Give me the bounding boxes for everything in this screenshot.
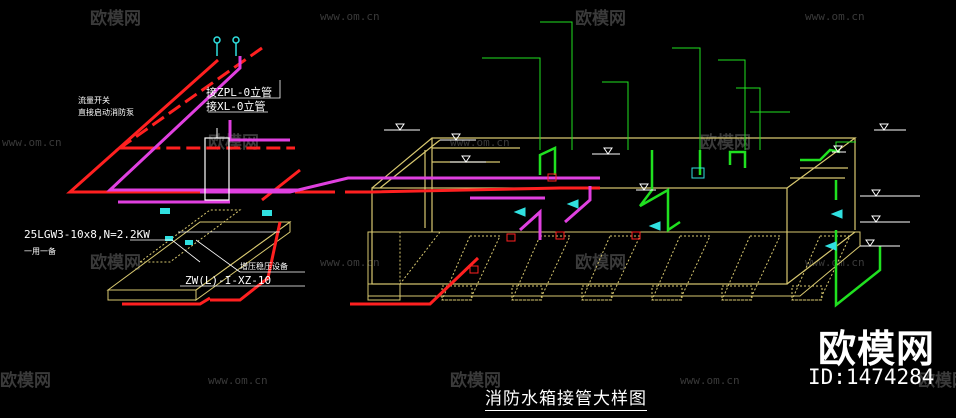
valve-icon [648, 221, 661, 231]
label-xl-riser: 接XL-0立管 [206, 99, 266, 113]
valve-icon [824, 241, 837, 251]
watermark-url: www.om.cn [320, 256, 380, 269]
watermark-url: www.om.cn [2, 136, 62, 149]
red-piping [66, 46, 600, 306]
label-zpl-riser: 接ZPL-0立管 [206, 85, 272, 99]
brand-logo: 欧模网 [818, 327, 936, 371]
brand-id: ID:1474284 [808, 365, 935, 389]
label-zw-model: ZW(L)-I-XZ-10 [185, 274, 271, 287]
watermark-brand: 欧模网 [90, 252, 141, 273]
pump-base [106, 209, 292, 301]
watermark-url: www.om.cn [805, 10, 865, 23]
watermark-url: www.om.cn [450, 136, 510, 149]
water-tank [371, 137, 857, 285]
label-pump-start: 直接启动消防泵 [78, 107, 134, 117]
label-leaders [130, 80, 305, 287]
watermark-brand: 欧模网 [90, 8, 141, 29]
watermark-brand: 欧模网 [575, 252, 626, 273]
water-level-markers [384, 123, 920, 247]
label-one-use-one-standby: 一用一备 [24, 246, 56, 256]
valve-icon [830, 209, 843, 219]
watermark-url: www.om.cn [320, 10, 380, 23]
valve-icon [513, 207, 526, 217]
watermark-url: www.om.cn [680, 374, 740, 387]
watermark-brand: 欧模网 [0, 370, 51, 391]
green-leaders [482, 21, 856, 150]
label-pump-model: 25LGW3-10x8,N=2.2KW [24, 228, 150, 241]
label-flow-switch: 流量开关 [78, 95, 110, 105]
magenta-piping [106, 56, 600, 240]
valve-icon [566, 199, 579, 209]
drawing-title: 消防水箱接管大样图 [485, 384, 647, 411]
watermark-brand: 欧模网 [450, 370, 501, 391]
watermark-url: www.om.cn [208, 374, 268, 387]
watermark-brand: 欧模网 [918, 370, 956, 391]
watermark-brand: 欧模网 [700, 132, 751, 153]
watermark-layer: 欧模网 www.om.cn 欧模网 www.om.cn www.om.cn 欧模… [0, 8, 956, 391]
tank-foundation [367, 231, 861, 301]
watermark-brand: 欧模网 [208, 132, 259, 153]
watermark-brand: 欧模网 [575, 8, 626, 29]
pump-stabilizer [160, 36, 272, 245]
annotation-labels: 流量开关 直接启动消防泵 接ZPL-0立管 接XL-0立管 25LGW3-10x… [24, 85, 288, 287]
red-markers [469, 167, 705, 274]
green-piping [538, 146, 882, 308]
label-stabilizer: 增压稳压设备 [240, 261, 288, 271]
valve-symbols [513, 199, 843, 251]
